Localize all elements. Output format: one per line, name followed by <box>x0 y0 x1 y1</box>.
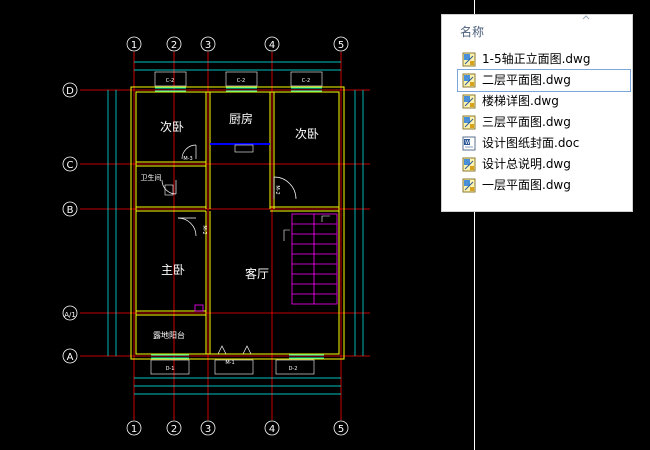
door-tag-master: M-2 <box>201 225 207 234</box>
room-label-bathroom: 卫生间 <box>141 173 162 182</box>
dimension-lines <box>107 61 364 395</box>
axis-top-2: 2 <box>171 40 177 51</box>
file-name: 1-5轴正立面图.dwg <box>482 52 591 66</box>
dwg-file-icon <box>462 115 476 130</box>
window-tag-bottom-3: D-2 <box>289 366 298 372</box>
dwg-file-icon <box>462 52 476 67</box>
axis-left-A: A <box>67 352 74 363</box>
file-item[interactable]: 设计总说明.dwg <box>442 154 632 175</box>
file-name: 三层平面图.dwg <box>482 115 571 129</box>
dwg-file-icon <box>462 94 476 109</box>
svg-text:W: W <box>465 140 470 146</box>
axis-bottom-5: 5 <box>338 424 344 435</box>
file-name: 二层平面图.dwg <box>482 73 571 87</box>
file-list-panel[interactable]: 名称 1-5轴正立面图.dwg 二层平面图.dwg 楼梯详图.dwg 三层平面图.dw… <box>441 14 633 212</box>
name-column-header[interactable]: 名称 <box>460 25 485 39</box>
file-name: 一层平面图.dwg <box>482 178 571 192</box>
file-item[interactable]: 一层平面图.dwg <box>442 175 632 196</box>
axis-bottom-3: 3 <box>205 424 211 435</box>
room-label-balcony: 露地阳台 <box>153 330 185 340</box>
window-divider <box>474 0 475 450</box>
column-header[interactable]: 名称 <box>442 15 632 49</box>
window-tag-top-2: C-2 <box>237 78 245 84</box>
axis-bottom-4: 4 <box>269 424 275 435</box>
room-label-master-bedroom: 主卧 <box>161 263 185 277</box>
sort-chevron-icon <box>582 15 590 20</box>
file-name: 设计总说明.dwg <box>482 157 571 171</box>
axis-left-B: B <box>67 205 74 216</box>
stair <box>194 213 338 312</box>
room-label-kitchen: 厨房 <box>229 111 253 126</box>
axis-left-D: D <box>66 86 74 97</box>
file-name: 楼梯详图.dwg <box>482 94 559 108</box>
axis-grid <box>80 52 370 420</box>
axis-bottom-1: 1 <box>131 424 137 435</box>
file-item[interactable]: W 设计图纸封面.doc <box>442 133 632 154</box>
axis-bottom-2: 2 <box>171 424 177 435</box>
door-tag-bath: M-3 <box>183 156 192 162</box>
axis-top-5: 5 <box>338 40 344 51</box>
axis-top-1: 1 <box>131 40 137 51</box>
file-item[interactable]: 楼梯详图.dwg <box>442 91 632 112</box>
axis-left-C: C <box>67 160 74 171</box>
window-tag-top-3: C-2 <box>302 78 310 84</box>
window-tag-bottom-1: D-1 <box>166 366 175 372</box>
dwg-file-icon <box>462 178 476 193</box>
dwg-file-icon <box>462 73 476 88</box>
file-item[interactable]: 三层平面图.dwg <box>442 112 632 133</box>
dwg-file-icon <box>462 157 476 172</box>
axis-top-3: 3 <box>205 40 211 51</box>
file-item[interactable]: 1-5轴正立面图.dwg <box>442 49 632 70</box>
stair-arrow <box>283 215 330 241</box>
window-tag-top-1: C-2 <box>166 78 174 84</box>
doors <box>161 144 297 355</box>
door-tag-living: M-2 <box>274 185 280 194</box>
axis-bubbles <box>62 36 349 436</box>
file-item[interactable]: 二层平面图.dwg <box>457 69 631 92</box>
kitchen-sink <box>234 144 254 153</box>
window-tag-bottom-2: M-1 <box>225 360 234 366</box>
axis-top-4: 4 <box>269 40 275 51</box>
room-label-bedroom-right: 次卧 <box>295 127 319 141</box>
axis-left-A1: A/1 <box>64 311 76 319</box>
doc-file-icon: W <box>462 136 476 151</box>
file-name: 设计图纸封面.doc <box>482 136 580 150</box>
toilet-fixture <box>164 184 174 196</box>
window-tags <box>150 71 323 375</box>
room-label-bedroom-left: 次卧 <box>160 120 184 134</box>
room-label-living-room: 客厅 <box>245 266 269 281</box>
windows <box>151 87 324 359</box>
axis-labels: 1 2 3 4 5 1 2 3 4 5 D C B A/1 A <box>64 40 344 435</box>
